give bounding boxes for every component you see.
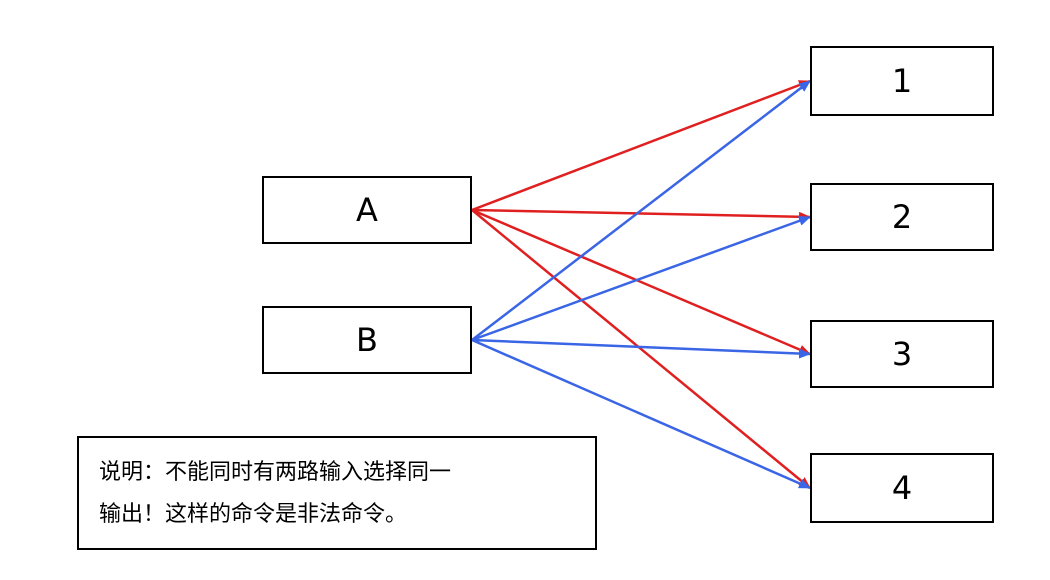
output-box-1: 1 bbox=[810, 46, 994, 116]
arrow-a-to-4 bbox=[471, 209, 811, 489]
input-box-b: B bbox=[262, 306, 472, 374]
note-box: 说明：不能同时有两路输入选择同一 输出！这样的命令是非法命令。 bbox=[77, 436, 597, 550]
output-label-3: 3 bbox=[891, 335, 913, 373]
note-line-2: 输出！这样的命令是非法命令。 bbox=[99, 502, 408, 527]
arrow-b-to-4 bbox=[471, 338, 811, 490]
output-box-2: 2 bbox=[810, 183, 994, 251]
arrow-a-to-1 bbox=[471, 79, 811, 212]
input-label-b: B bbox=[356, 321, 378, 359]
input-box-a: A bbox=[262, 176, 472, 244]
note-line-1: 说明：不能同时有两路输入选择同一 bbox=[99, 460, 452, 485]
output-box-4: 4 bbox=[810, 453, 994, 523]
output-label-4: 4 bbox=[891, 469, 913, 507]
output-label-1: 1 bbox=[891, 62, 913, 100]
arrow-a-to-2 bbox=[471, 208, 811, 222]
arrow-b-to-3 bbox=[471, 338, 811, 359]
output-box-3: 3 bbox=[810, 320, 994, 388]
arrow-b-to-2 bbox=[471, 215, 811, 342]
arrow-a-to-3 bbox=[471, 208, 811, 356]
arrow-b-to-1 bbox=[471, 80, 811, 341]
input-label-a: A bbox=[356, 191, 378, 229]
output-label-2: 2 bbox=[891, 198, 913, 236]
